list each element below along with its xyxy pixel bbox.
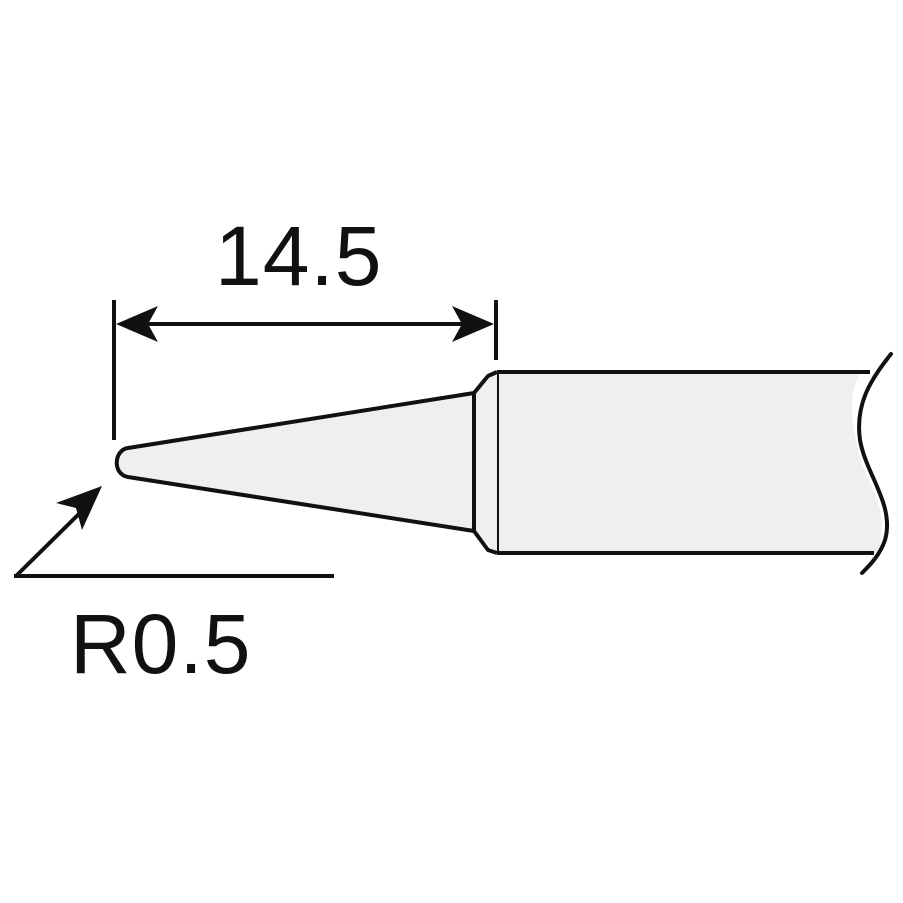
length-dimension-line [116, 306, 494, 342]
length-dimension-label: 14.5 [215, 209, 383, 303]
arrowhead-radius-icon [56, 486, 102, 530]
tip-collar [472, 370, 498, 555]
tip-shaft [495, 370, 882, 555]
arrowhead-left-icon [116, 306, 158, 342]
radius-dimension-label: R0.5 [70, 597, 252, 691]
break-line [857, 352, 893, 575]
radius-leader [14, 486, 334, 578]
arrowhead-right-icon [452, 306, 494, 342]
tip-cone [114, 391, 476, 533]
